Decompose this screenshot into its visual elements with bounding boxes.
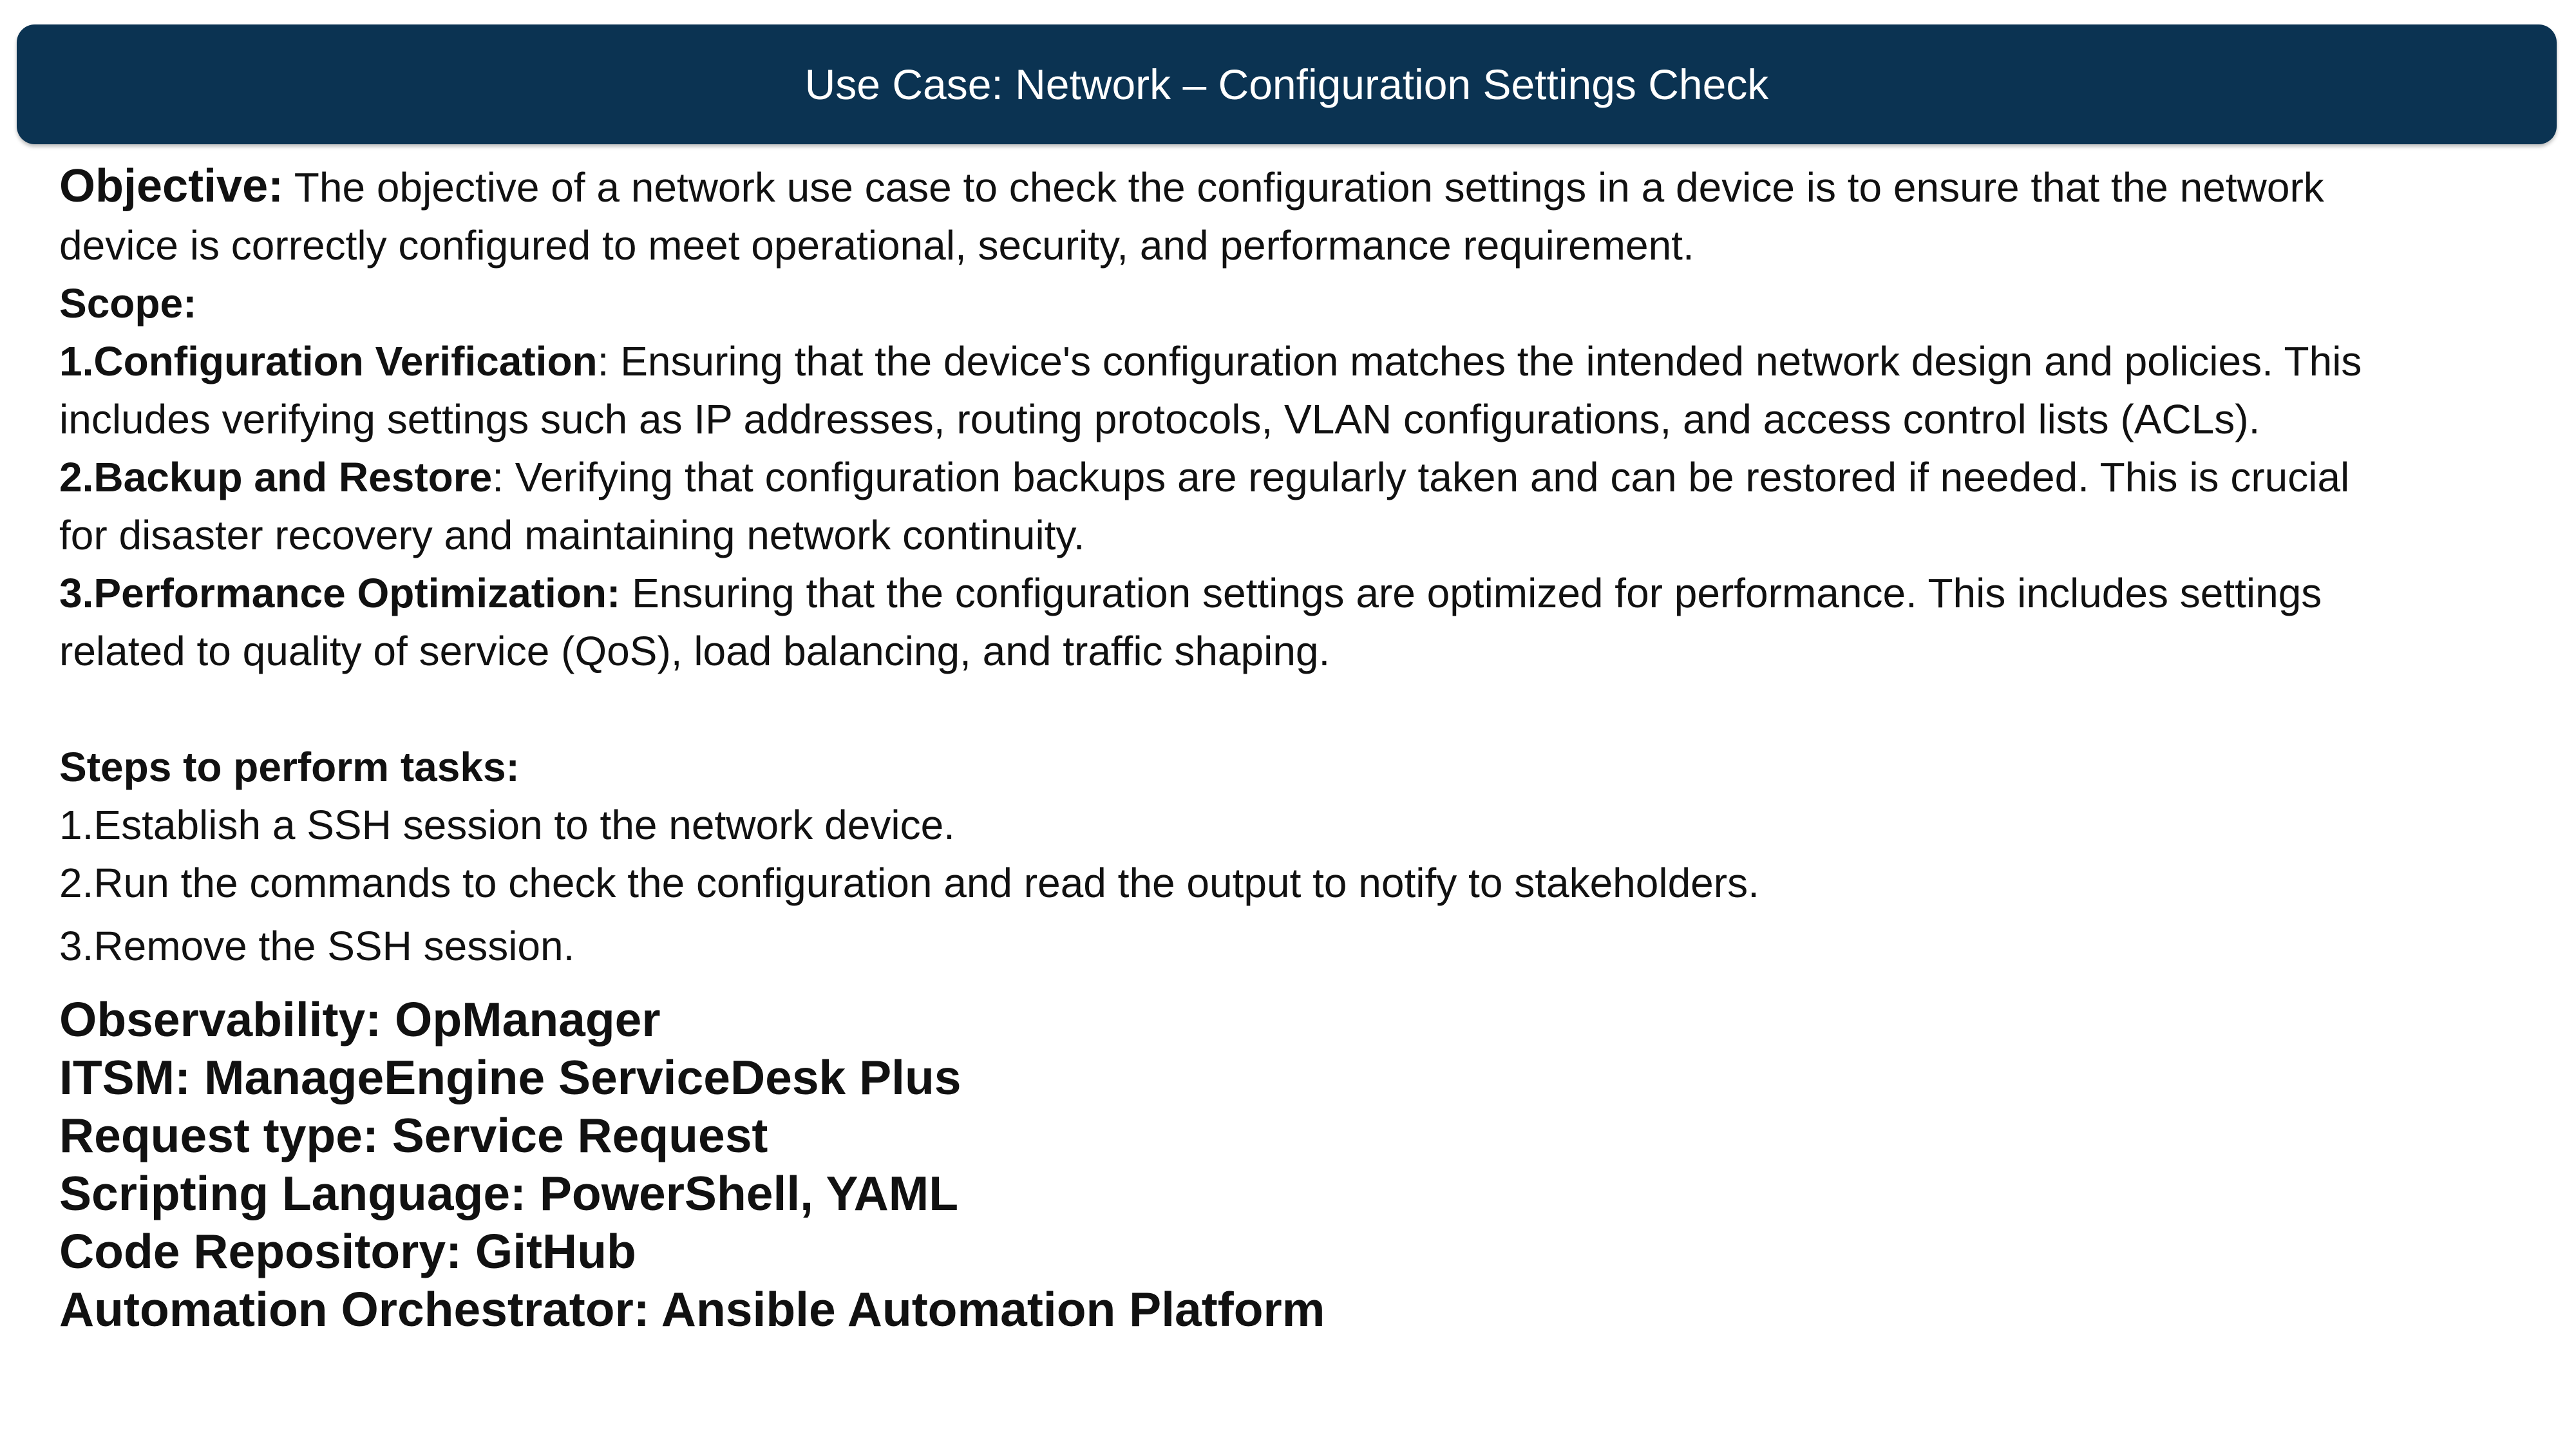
scope-item-2-text: : Verifying that configuration backups a… bbox=[492, 454, 2350, 500]
scope-item-1-line-2: includes verifying settings such as IP a… bbox=[59, 396, 2260, 442]
tools-list: Observability: OpManager ITSM: ManageEng… bbox=[59, 990, 2532, 1338]
tool-observability: Observability: OpManager bbox=[59, 992, 661, 1046]
scope-item-2-title: 2.Backup and Restore bbox=[59, 454, 493, 500]
step-3: 3.Remove the SSH session. bbox=[59, 923, 575, 969]
scope-item-3-title: 3.Performance Optimization: bbox=[59, 570, 621, 616]
scope-item-1-line-1: 1.Configuration Verification: Ensuring t… bbox=[59, 332, 2532, 390]
scope-item-1-text: : Ensuring that the device's configurati… bbox=[597, 338, 2362, 384]
scope-item-3-line-2: related to quality of service (QoS), loa… bbox=[59, 628, 1331, 674]
page-title: Use Case: Network – Configuration Settin… bbox=[804, 61, 1769, 108]
scope-label: Scope: bbox=[59, 280, 197, 327]
slide-body: Objective: The objective of a network us… bbox=[59, 157, 2532, 1338]
step-2: 2.Run the commands to check the configur… bbox=[59, 860, 1759, 906]
scope-item-2-line-1: 2.Backup and Restore: Verifying that con… bbox=[59, 448, 2532, 506]
objective-label: Objective: bbox=[59, 160, 284, 212]
tool-scripting-language: Scripting Language: PowerShell, YAML bbox=[59, 1166, 959, 1220]
tool-code-repository: Code Repository: GitHub bbox=[59, 1224, 636, 1278]
scope-item-3-line-1: 3.Performance Optimization: Ensuring tha… bbox=[59, 564, 2532, 622]
scope-item-3-text: Ensuring that the configuration settings… bbox=[620, 570, 2322, 616]
title-banner: Use Case: Network – Configuration Settin… bbox=[17, 24, 2557, 144]
scope-item-2-line-2: for disaster recovery and maintaining ne… bbox=[59, 512, 1085, 558]
spacer bbox=[59, 680, 2532, 738]
tool-itsm: ITSM: ManageEngine ServiceDesk Plus bbox=[59, 1050, 961, 1104]
objective-text-1: The objective of a network use case to c… bbox=[283, 164, 2324, 211]
objective-line-1: Objective: The objective of a network us… bbox=[59, 157, 2532, 216]
step-1: 1.Establish a SSH session to the network… bbox=[59, 802, 955, 848]
tool-automation-orchestrator: Automation Orchestrator: Ansible Automat… bbox=[59, 1282, 1325, 1336]
tool-request-type: Request type: Service Request bbox=[59, 1108, 768, 1162]
steps-label: Steps to perform tasks: bbox=[59, 744, 520, 790]
scope-item-1-title: 1.Configuration Verification bbox=[59, 338, 598, 384]
objective-line-2: device is correctly configured to meet o… bbox=[59, 222, 1694, 269]
